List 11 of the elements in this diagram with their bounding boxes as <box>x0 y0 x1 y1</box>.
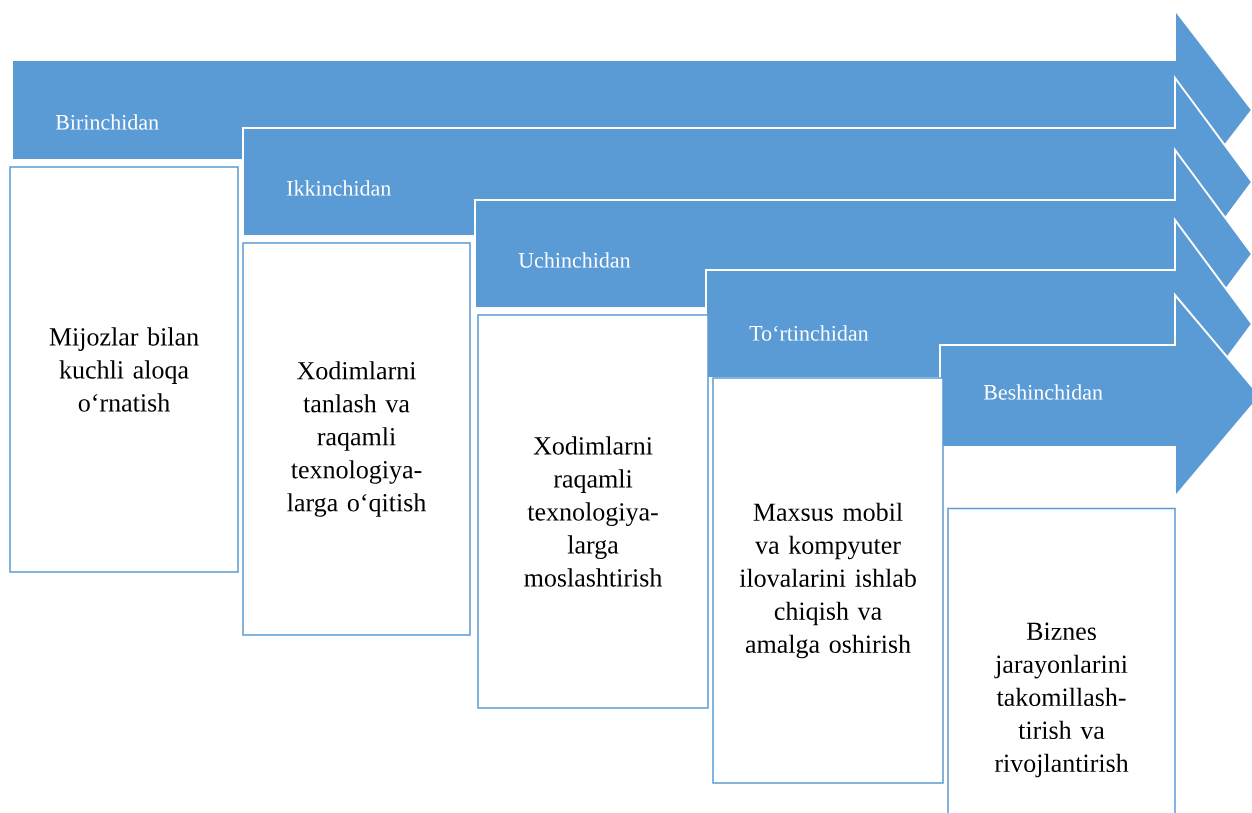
text-box: Biznes jarayonlarini takomillash-tirish va rivojlantirish <box>947 507 1176 813</box>
text-box: Mijozlar bilan kuchli aloqa o‘rnatish <box>9 166 239 573</box>
node-label: To‘rtinchidan <box>749 325 869 341</box>
node-label: Beshinchidan <box>983 384 1103 400</box>
arrow-band: Beshinchidan <box>939 292 1252 500</box>
node-label: Birinchidan <box>55 114 159 130</box>
node-label: Uchinchidan <box>518 252 631 268</box>
text-box: Xodimlarni tanlash va raqamli texnologiya-larga o‘qitish <box>242 242 471 636</box>
text-box: Xodimlarni raqamli texnologiya-larga moslashtirish <box>477 314 709 709</box>
node-label: Ikkinchidan <box>287 180 391 196</box>
text-box: Maxsus mobil va kompyuter ilovalarini ishlab chiqish va amalga oshirish <box>712 377 944 784</box>
